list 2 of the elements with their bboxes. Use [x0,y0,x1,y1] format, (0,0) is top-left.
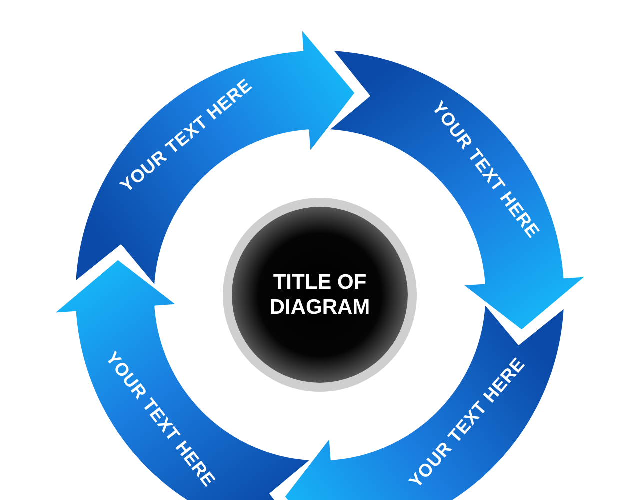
center-label: TITLE OF DIAGRAM [268,270,372,321]
center-circle [223,198,417,392]
